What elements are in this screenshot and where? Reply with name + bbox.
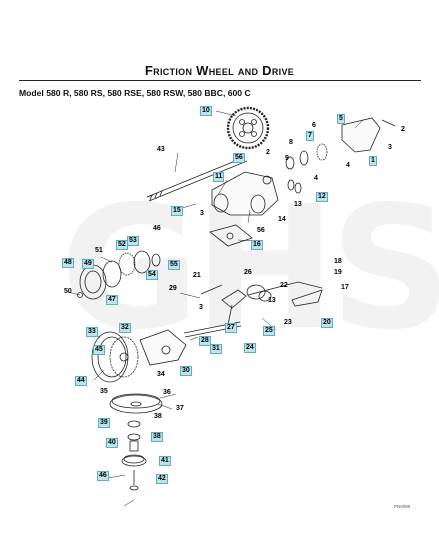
part-label: 33 xyxy=(86,327,98,337)
main-shaft-part xyxy=(146,156,248,202)
part-label: 5 xyxy=(337,114,345,124)
drive-pulley-part xyxy=(109,393,163,491)
part-label: 49 xyxy=(82,259,94,269)
part-label: 24 xyxy=(244,343,256,353)
part-label: 3 xyxy=(200,210,204,217)
drive-gear-part xyxy=(226,106,270,150)
part-label: 20 xyxy=(321,318,333,328)
part-label: 9 xyxy=(285,155,289,162)
drawing-code: PN0090 xyxy=(394,504,411,509)
part-label: 12 xyxy=(316,192,328,202)
part-label: 7 xyxy=(306,131,314,141)
gearbox-housing-part xyxy=(211,171,279,216)
part-label: 28 xyxy=(199,336,211,346)
part-label: 21 xyxy=(193,272,201,279)
part-label: 31 xyxy=(210,344,222,354)
part-label: 45 xyxy=(93,345,105,355)
part-label: 30 xyxy=(180,366,192,376)
part-label: 18 xyxy=(334,258,342,265)
part-label: 22 xyxy=(280,282,288,289)
part-label: 56 xyxy=(233,153,245,163)
part-label: 13 xyxy=(294,201,302,208)
part-label: 3 xyxy=(199,304,203,311)
part-label: 40 xyxy=(106,438,118,448)
part-label: 4 xyxy=(314,175,318,182)
part-label: 44 xyxy=(75,376,87,386)
part-label: 46 xyxy=(153,225,161,232)
part-label: 51 xyxy=(95,247,103,254)
part-label: 15 xyxy=(171,206,183,216)
part-label: 52 xyxy=(116,240,128,250)
part-label: 39 xyxy=(98,418,110,428)
part-label: 35 xyxy=(100,388,108,395)
part-label: 8 xyxy=(289,139,293,146)
part-label: 26 xyxy=(244,269,252,276)
friction-wheel-part xyxy=(91,331,139,383)
page-title: Friction Wheel and Drive xyxy=(144,63,295,78)
part-label: 23 xyxy=(284,319,292,326)
part-label: 17 xyxy=(341,284,349,291)
title-divider xyxy=(19,80,421,81)
part-label: 2 xyxy=(266,149,270,156)
part-label: 38 xyxy=(151,432,163,442)
part-label: 48 xyxy=(62,258,74,268)
leader-lines xyxy=(67,110,364,507)
part-label: 38 xyxy=(154,413,162,420)
part-label: 3 xyxy=(388,144,392,151)
support-plate-part xyxy=(209,224,253,247)
mounting-bracket-part xyxy=(341,117,396,153)
part-label: 16 xyxy=(251,240,263,250)
part-label: 42 xyxy=(156,474,168,484)
part-label: 1 xyxy=(369,156,377,166)
part-label: 54 xyxy=(146,270,158,280)
part-label: 29 xyxy=(169,285,177,292)
shift-lever-part xyxy=(221,281,323,326)
model-line: Model 580 R, 580 RS, 580 RSE, 580 RSW, 5… xyxy=(19,88,251,98)
part-label: 19 xyxy=(334,269,342,276)
part-label: 34 xyxy=(157,371,165,378)
part-label: 13 xyxy=(268,297,276,304)
part-label: 11 xyxy=(213,172,225,182)
part-label: 56 xyxy=(257,227,265,234)
part-label: 53 xyxy=(127,236,139,246)
part-label: 25 xyxy=(263,326,275,336)
part-label: 36 xyxy=(163,389,171,396)
part-label: 43 xyxy=(157,146,165,153)
part-label: 4 xyxy=(346,162,350,169)
part-label: 6 xyxy=(312,122,316,129)
part-label: 32 xyxy=(119,323,131,333)
part-label: 55 xyxy=(168,260,180,270)
part-label: 46 xyxy=(97,471,109,481)
part-label: 27 xyxy=(225,323,237,333)
part-label: 2 xyxy=(401,126,405,133)
friction-disc-part xyxy=(139,329,187,366)
part-label: 50 xyxy=(64,288,72,295)
part-label: 47 xyxy=(106,295,118,305)
bearing-stack-part xyxy=(285,143,328,194)
part-label: 10 xyxy=(200,106,212,116)
part-label: 37 xyxy=(176,405,184,412)
part-label: 41 xyxy=(159,456,171,466)
part-label: 14 xyxy=(278,216,286,223)
